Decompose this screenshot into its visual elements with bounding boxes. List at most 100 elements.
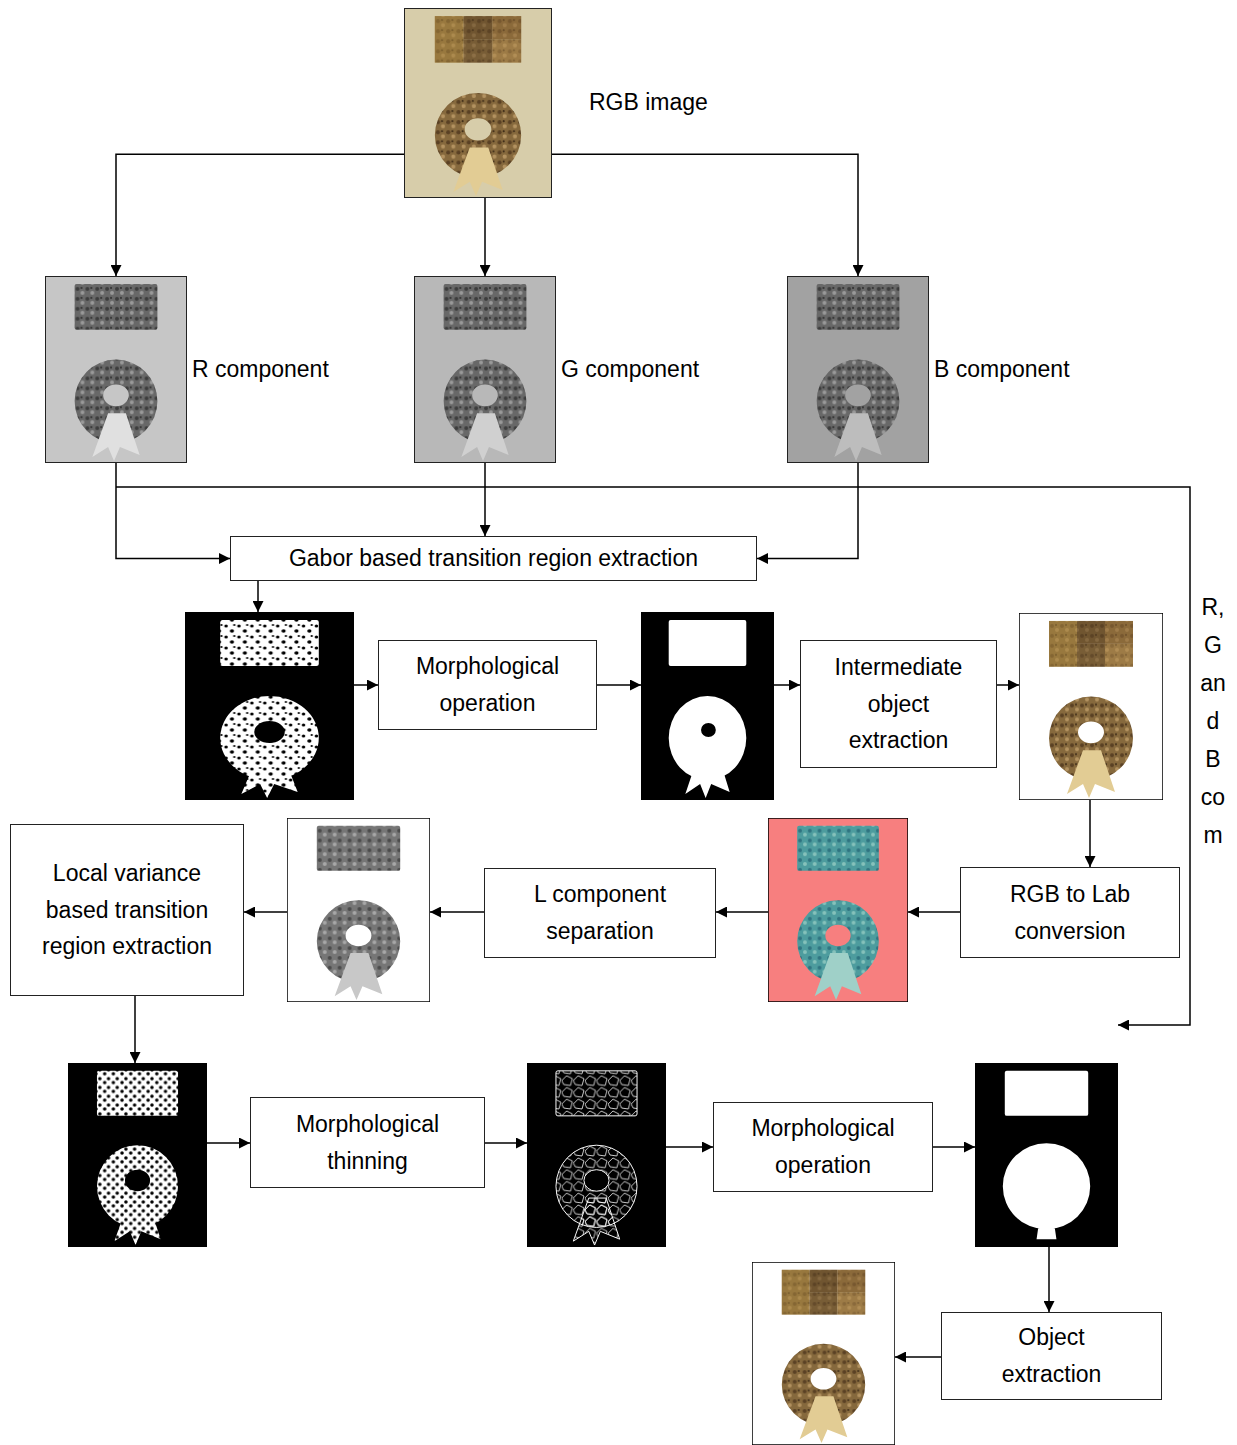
- flow-arrow: [997, 684, 1019, 686]
- block-mask: [1005, 1071, 1088, 1116]
- process-box: Gabor based transition region extraction: [230, 536, 757, 581]
- image-caption: B component: [934, 356, 1070, 384]
- process-box: Object extraction: [941, 1312, 1162, 1400]
- process-label: Morphological thinning: [263, 1106, 472, 1180]
- thinned-photo: [527, 1063, 666, 1247]
- photo-frame: [287, 818, 430, 1002]
- flow-arrow: [597, 684, 641, 686]
- block-mask: [97, 1071, 178, 1116]
- flow-connector: [757, 463, 858, 558]
- process-box: RGB to Lab conversion: [960, 867, 1180, 958]
- channel-note: R, G and B com: [1198, 588, 1228, 854]
- channel-image: R component: [45, 276, 187, 463]
- result-photo: [1019, 613, 1163, 800]
- image-caption: RGB image: [589, 89, 708, 117]
- photo-frame: [752, 1262, 895, 1445]
- image-caption: R component: [192, 356, 329, 384]
- channel-photo: [414, 276, 556, 463]
- luminance-photo: [287, 818, 430, 1002]
- bow-object: [800, 1396, 848, 1443]
- flow-arrow: [134, 996, 136, 1063]
- process-label: Local variance based transition region e…: [23, 855, 231, 965]
- block-object: [435, 16, 521, 62]
- bow-object: [453, 147, 502, 196]
- flow-connector: [552, 154, 858, 276]
- lab-photo: [768, 818, 908, 1002]
- process-label: Morphological operation: [726, 1110, 920, 1184]
- photo-ground: [414, 276, 556, 463]
- flow-arrow: [485, 1142, 527, 1144]
- process-box: Intermediate object extraction: [800, 640, 997, 768]
- bow-object: [461, 413, 508, 461]
- photo-ground: [1019, 613, 1163, 800]
- bow-mask: [241, 750, 297, 798]
- wreath-mask: [1003, 1143, 1090, 1239]
- block-mask: [220, 620, 319, 666]
- flow-arrows: [116, 487, 1190, 1357]
- photo-ground: [768, 818, 908, 1002]
- block-object: [444, 284, 527, 330]
- process-box: Local variance based transition region e…: [10, 824, 244, 996]
- photo-ground: [787, 276, 929, 463]
- channel-feed-line: [116, 487, 1190, 1025]
- process-label: RGB to Lab conversion: [973, 876, 1167, 950]
- channel-photo: [45, 276, 187, 463]
- block-object: [1049, 621, 1133, 667]
- photo-ground: [752, 1262, 895, 1445]
- flow-arrow: [895, 1356, 941, 1358]
- flow-connector: [116, 154, 404, 276]
- block-object: [782, 1270, 865, 1315]
- image-caption: G component: [561, 356, 699, 384]
- process-label: Gabor based transition region extraction: [243, 540, 744, 577]
- bow-object: [815, 953, 862, 1000]
- photo-ground: [404, 8, 552, 198]
- block-skeleton: [556, 1071, 637, 1116]
- flow-arrow: [1089, 800, 1091, 867]
- flow-connector: [484, 198, 486, 276]
- block-object: [797, 826, 879, 871]
- process-label: Morphological operation: [391, 648, 584, 722]
- channel-photo: [787, 276, 929, 463]
- block-mask: [669, 620, 747, 666]
- flow-connector: [484, 463, 486, 536]
- process-box: Morphological operation: [713, 1102, 933, 1192]
- result-photo: [752, 1262, 895, 1445]
- bow-object: [335, 953, 383, 1000]
- photo-frame: [1019, 613, 1163, 800]
- photo-ground: [287, 818, 430, 1002]
- photo-ground: [68, 1063, 207, 1247]
- mask-photo: [68, 1063, 207, 1247]
- flow-arrow: [354, 684, 378, 686]
- block-object: [817, 284, 900, 330]
- bow-object: [834, 413, 881, 461]
- mask-photo: [975, 1063, 1118, 1247]
- process-label: Intermediate object extraction: [819, 649, 978, 759]
- channel-image: G component: [414, 276, 556, 463]
- photo-ground: [185, 612, 354, 800]
- channel-image: B component: [787, 276, 929, 463]
- flow-connector: [116, 463, 230, 558]
- flow-arrow: [257, 578, 259, 612]
- bow-object: [92, 413, 139, 461]
- input-photo: [404, 8, 552, 198]
- process-box: Morphological thinning: [250, 1097, 485, 1188]
- photo-ground: [975, 1063, 1118, 1247]
- mask-photo: [641, 612, 774, 800]
- process-label: Object extraction: [972, 1319, 1131, 1393]
- bow-skeleton: [573, 1198, 619, 1245]
- input-image: RGB image: [404, 8, 552, 198]
- flow-arrow: [908, 911, 960, 913]
- bow-mask: [114, 1198, 160, 1245]
- bow-mask: [685, 750, 729, 798]
- flow-arrow: [933, 1146, 975, 1148]
- flow-arrow: [244, 911, 287, 913]
- photo-frame: [768, 818, 908, 1002]
- process-box: L component separation: [484, 868, 716, 958]
- flow-arrow: [207, 1142, 250, 1144]
- flow-arrow: [430, 911, 484, 913]
- photo-ground: [641, 612, 774, 800]
- mask-photo: [185, 612, 354, 800]
